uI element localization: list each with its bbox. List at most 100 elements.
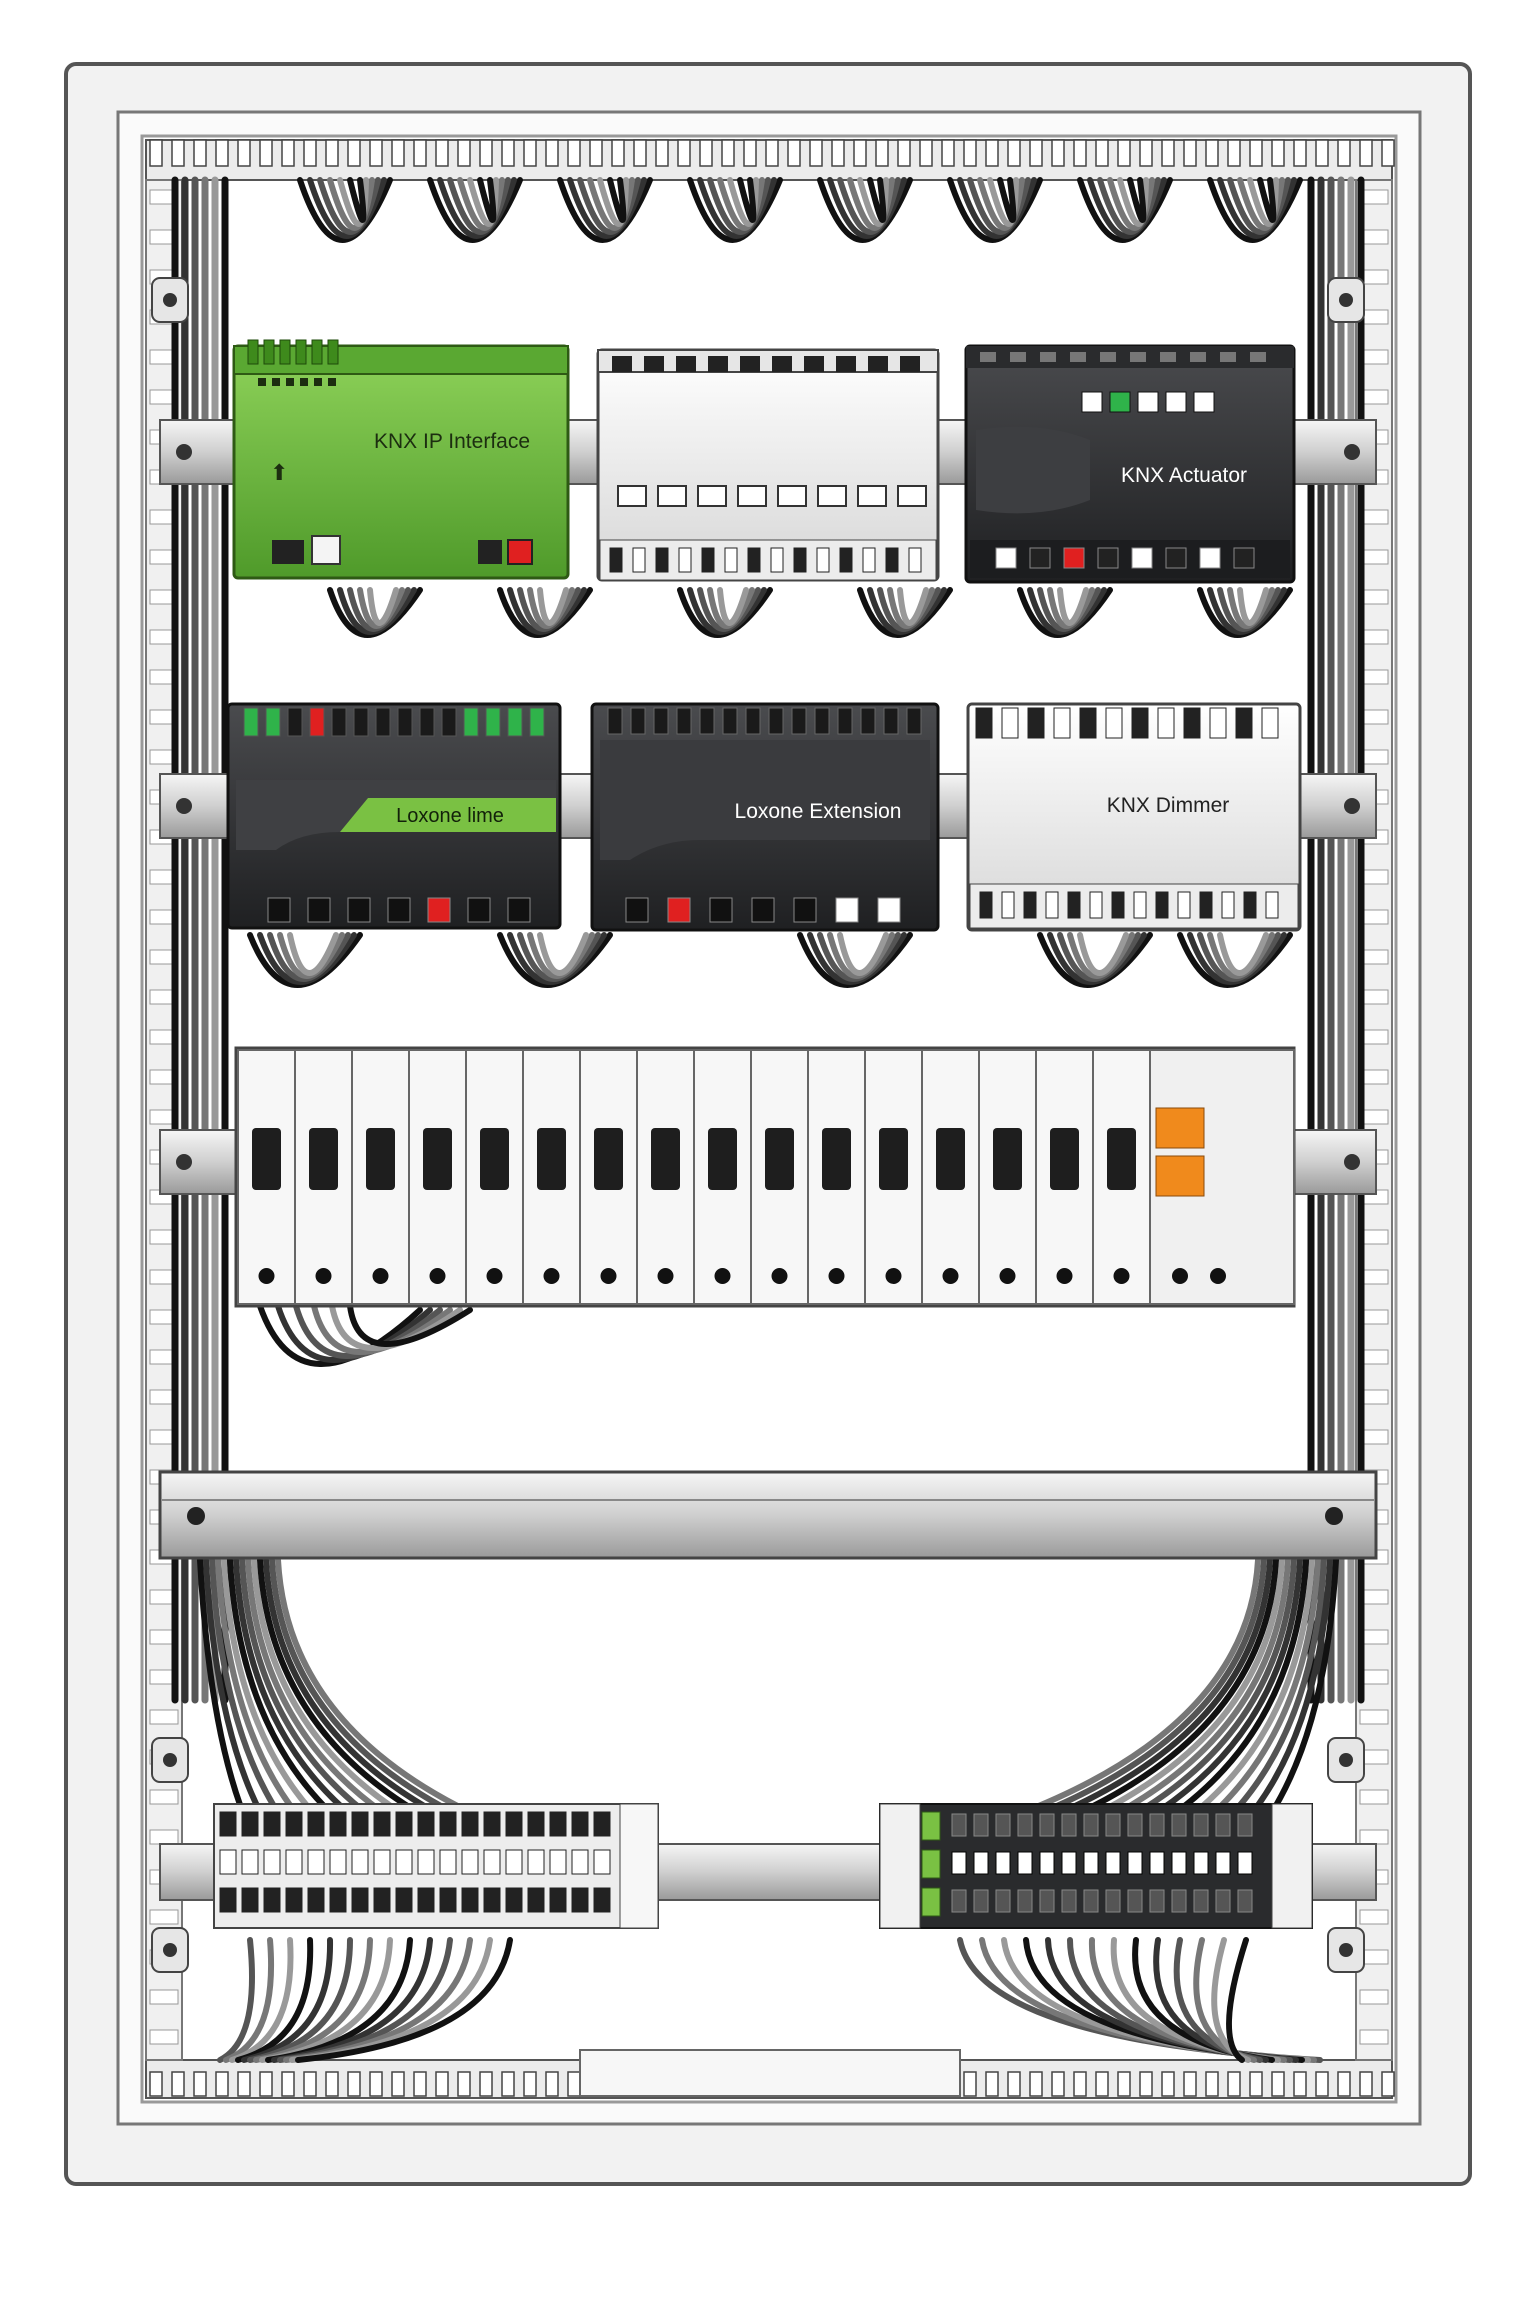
terminal-screw xyxy=(1155,891,1169,919)
duct-tooth xyxy=(1381,139,1395,167)
breaker-screw xyxy=(828,1268,845,1284)
terminal-clamp xyxy=(549,1887,567,1913)
terminal-pin xyxy=(507,707,523,737)
row1-cable-loop xyxy=(517,587,581,632)
top-cable-loop xyxy=(717,177,765,231)
relay-slot xyxy=(777,485,807,507)
breaker-screw xyxy=(942,1268,959,1284)
duct-tooth xyxy=(1293,139,1307,167)
terminal-pin xyxy=(485,707,501,737)
row1-cable-loop xyxy=(1227,587,1275,629)
duct-tooth xyxy=(413,2071,427,2097)
row1-cable-loop xyxy=(1027,587,1107,635)
side-duct-slot xyxy=(149,1909,179,1925)
knx-actuator-indicators xyxy=(1081,391,1215,413)
top-cable-loop xyxy=(447,177,511,235)
row2-cable-loop xyxy=(267,932,351,982)
side-duct-slot xyxy=(149,1789,179,1805)
bracket-hole xyxy=(163,1943,177,1957)
terminal-clamp xyxy=(1127,1851,1143,1875)
relay-slot xyxy=(857,485,887,507)
terminal-clamp xyxy=(995,1851,1011,1875)
terminal-pin xyxy=(1001,707,1019,739)
top-cable-loop xyxy=(457,177,505,231)
terminal-clamp xyxy=(483,1811,501,1837)
terminal-screw xyxy=(644,356,664,372)
duct-tooth xyxy=(149,139,163,167)
duct-tooth xyxy=(259,139,273,167)
terminal-pin xyxy=(745,707,761,735)
terminal-pin xyxy=(1261,707,1279,739)
bracket-hole xyxy=(1339,1753,1353,1767)
terminal-clamp xyxy=(1127,1889,1143,1913)
row1-cable-loop xyxy=(347,587,411,632)
breaker-cable-loop xyxy=(347,1303,473,1347)
duct-tooth xyxy=(237,139,251,167)
top-cable-loop xyxy=(867,177,887,223)
duct-tooth xyxy=(1271,2071,1285,2097)
duct-tooth xyxy=(545,139,559,167)
duct-tooth xyxy=(1359,2071,1373,2097)
duct-tooth xyxy=(347,139,361,167)
duct-tooth xyxy=(853,139,867,167)
duct-tooth xyxy=(237,2071,251,2097)
duct-tooth xyxy=(281,2071,295,2097)
terminal-clamp xyxy=(483,1887,501,1913)
bottom-cable-duct xyxy=(145,2049,1395,2099)
actuator-port xyxy=(1165,547,1187,569)
port xyxy=(709,897,733,923)
top-cable-loop xyxy=(817,177,913,243)
knx-actuator-module: KNX Actuator xyxy=(964,344,1296,584)
terminal-clamp xyxy=(549,1849,567,1875)
terminal-pin xyxy=(722,707,738,735)
top-cable-loop xyxy=(1237,177,1285,231)
duct-tooth xyxy=(1227,2071,1241,2097)
row2-cable-loop xyxy=(287,932,339,976)
bracket-hole xyxy=(163,1753,177,1767)
terminal-clamp xyxy=(373,1811,391,1837)
duct-tooth xyxy=(435,139,449,167)
terminal-end-plate xyxy=(619,1803,659,1929)
terminal-pin xyxy=(353,707,369,737)
terminal-clamp xyxy=(417,1849,435,1875)
duct-tooth xyxy=(1315,139,1329,167)
terminal-clamp xyxy=(593,1849,611,1875)
terminal-pin xyxy=(309,707,325,737)
duct-tooth xyxy=(875,139,889,167)
terminal-clamp xyxy=(995,1889,1011,1913)
terminal-screw xyxy=(980,352,996,362)
terminal-end-plate xyxy=(879,1803,921,1929)
row1-cable-loop xyxy=(687,587,767,635)
terminal-clamp xyxy=(1061,1813,1077,1837)
side-duct-slot xyxy=(1359,1789,1389,1805)
mounting-brackets xyxy=(151,277,1365,1973)
port xyxy=(507,897,531,923)
duct-tooth xyxy=(1095,139,1109,167)
terminal-green-clamp xyxy=(921,1811,941,1841)
duct-tooth xyxy=(831,139,845,167)
terminal-clamp xyxy=(1039,1851,1055,1875)
duct-tooth xyxy=(479,139,493,167)
terminal-pin xyxy=(327,339,339,365)
duct-tooth xyxy=(545,2071,559,2097)
duct-tooth xyxy=(985,2071,999,2097)
breaker-screw xyxy=(429,1268,446,1284)
duct-tooth xyxy=(1183,139,1197,167)
duct-tooth xyxy=(215,139,229,167)
port xyxy=(387,897,411,923)
terminal-screw xyxy=(747,547,761,573)
terminal-pin xyxy=(265,707,281,737)
breaker-toggle xyxy=(708,1128,737,1190)
bracket-hole xyxy=(1339,293,1353,307)
terminal-clamp xyxy=(1105,1813,1121,1837)
duct-tooth xyxy=(303,2071,317,2097)
duct-tooth xyxy=(523,139,537,167)
top-cable-loop xyxy=(477,177,497,223)
duct-tooth xyxy=(589,139,603,167)
duct-tooth xyxy=(1183,2071,1197,2097)
breaker-toggle xyxy=(537,1128,566,1190)
rcd-orange-switch xyxy=(1155,1107,1205,1149)
terminal-pin xyxy=(1235,707,1253,739)
side-duct-slot xyxy=(1359,1709,1389,1725)
breaker-toggle xyxy=(366,1128,395,1190)
